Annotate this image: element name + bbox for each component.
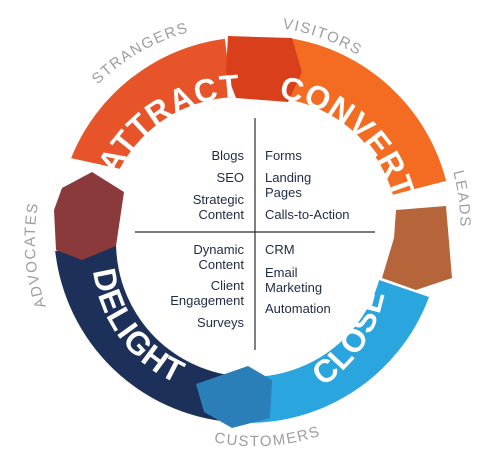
attract-item-blogs: Blogs bbox=[211, 148, 244, 163]
close-delight-connector bbox=[196, 366, 272, 428]
convert-item-calls-to-action: Calls-to-Action bbox=[265, 207, 350, 222]
convert-item-forms: Forms bbox=[265, 148, 302, 163]
delight-item-client: Client bbox=[211, 278, 245, 293]
advocates-label: ADVOCATES bbox=[22, 201, 50, 311]
attract-item-seo: SEO bbox=[217, 170, 244, 185]
convert-item-landing: Landing bbox=[265, 170, 311, 185]
attract-convert-connector bbox=[226, 36, 302, 102]
delight-item-dynamic: Dynamic bbox=[193, 242, 244, 257]
close-segment bbox=[231, 280, 429, 423]
customers-label: CUSTOMERS bbox=[213, 423, 323, 450]
convert-close-connector bbox=[382, 206, 452, 290]
close-item-marketing: Marketing bbox=[265, 280, 322, 295]
convert-item-pages: Pages bbox=[265, 185, 302, 200]
delight-item-content: Content bbox=[198, 257, 244, 272]
delight-segment bbox=[55, 245, 237, 423]
attract-segment bbox=[71, 38, 233, 169]
delight-item-engagement: Engagement bbox=[170, 293, 244, 308]
delight-item-surveys: Surveys bbox=[197, 315, 244, 330]
convert-segment bbox=[283, 38, 447, 195]
close-item-email: Email bbox=[265, 265, 298, 280]
delight-attract-connector bbox=[54, 172, 124, 260]
attract-item-strategic: Strategic bbox=[193, 192, 245, 207]
close-item-automation: Automation bbox=[265, 301, 331, 316]
close-item-crm: CRM bbox=[265, 242, 295, 257]
leads-label: LEADS bbox=[449, 169, 473, 228]
attract-item-content: Content bbox=[198, 207, 244, 222]
